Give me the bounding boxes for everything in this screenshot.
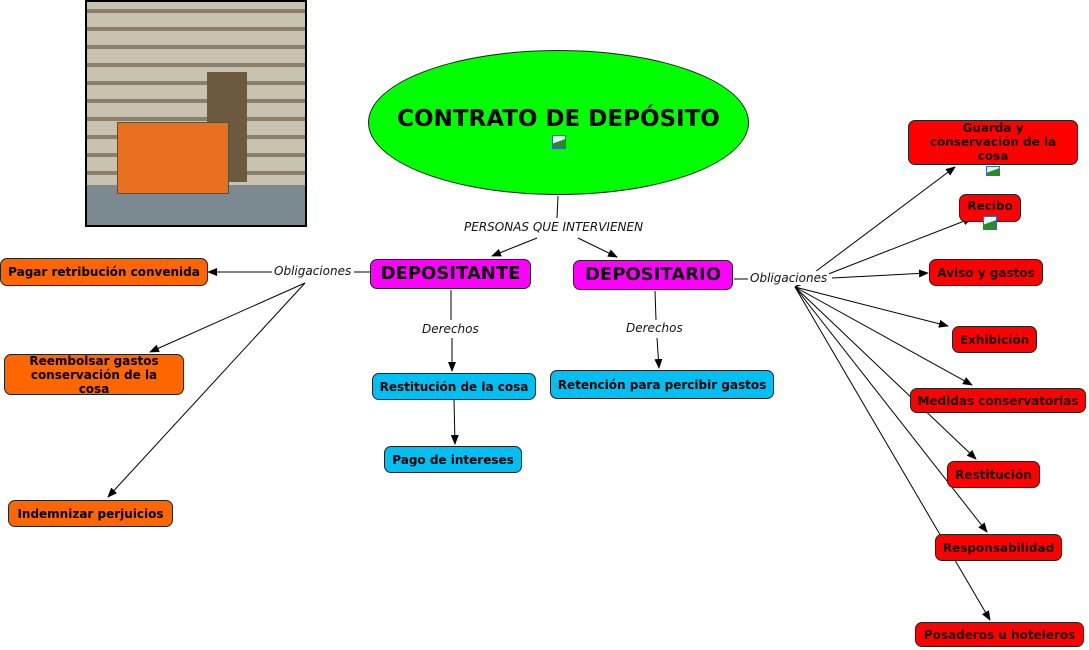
link-label-obligaciones-left: Obligaciones [272,264,354,278]
concept-medidas-conservatorias[interactable]: Medidas conservatorias [910,388,1086,413]
image-link-icon[interactable] [983,215,997,230]
main-concept-title: CONTRATO DE DEPÓSITO [397,106,720,132]
concept-restitucion-cosa[interactable]: Restitución de la cosa [372,373,536,400]
concept-depositante[interactable]: DEPOSITANTE [370,259,531,289]
link-label-derechos-right: Derechos [624,321,685,335]
concept-guarda-label: Guarda y conservación de la cosa [929,121,1057,163]
concept-depositario[interactable]: DEPOSITARIO [573,260,733,290]
concept-responsabilidad[interactable]: Responsabilidad [935,534,1062,561]
concept-aviso-gastos[interactable]: Aviso y gastos [929,259,1043,286]
image-link-icon[interactable] [551,135,566,149]
concept-guarda-conservacion[interactable]: Guarda y conservación de la cosa [908,120,1078,176]
concept-restitucion[interactable]: Restitución [947,461,1040,488]
concept-pagar-retribucion[interactable]: Pagar retribución convenida [0,258,208,286]
concept-reembolsar-gastos[interactable]: Reembolsar gastos conservación de la cos… [4,354,184,396]
concept-exhibicion[interactable]: Exhibición [952,326,1037,353]
concept-posaderos-hoteleros[interactable]: Posaderos u hoteleros [915,622,1084,647]
concept-pago-intereses[interactable]: Pago de intereses [384,446,522,473]
concept-recibo-label: Recibo [967,198,1013,213]
concept-recibo[interactable]: Recibo [959,194,1021,230]
main-concept-contrato-deposito[interactable]: CONTRATO DE DEPÓSITO [368,50,749,195]
concept-indemnizar-perjuicios[interactable]: Indemnizar perjuicios [8,500,173,527]
link-label-obligaciones-right: Obligaciones [748,271,830,285]
image-link-icon[interactable] [986,166,1000,176]
warehouse-forklift-photo [85,0,307,227]
concept-retencion-gastos[interactable]: Retención para percibir gastos [550,370,774,399]
link-label-derechos-left: Derechos [420,322,481,336]
link-label-personas: PERSONAS QUE INTERVIENEN [462,220,646,234]
